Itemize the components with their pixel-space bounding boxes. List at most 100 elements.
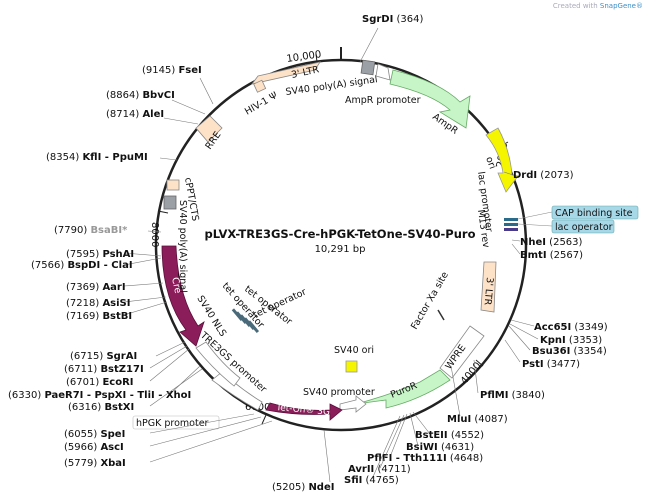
site-bstbi[interactable]: (7169) BstBI: [66, 301, 168, 322]
site-leader-line: [389, 413, 408, 458]
site-name: BstXI: [104, 402, 134, 413]
site-position: (4648): [447, 453, 484, 464]
site-position: (8354): [46, 152, 82, 163]
site-acc65i[interactable]: Acc65I (3349): [510, 319, 608, 333]
site-name: AsiSI: [102, 298, 130, 309]
site-name: BspDI - ClaI: [67, 260, 132, 271]
feature-rre[interactable]: RRE: [195, 115, 223, 152]
site-position: (3349): [571, 322, 608, 333]
site-leader-line: [149, 420, 273, 463]
site-leader-line: [123, 301, 168, 316]
site-avrii[interactable]: AvrII (4711): [348, 414, 411, 475]
site-leader-line: [149, 348, 190, 382]
feature-ampr-promoter[interactable]: AmpR promoter: [345, 63, 421, 106]
site-bsiwi[interactable]: BsiWI (4631): [406, 412, 474, 453]
site-bmti[interactable]: BmtI (2567): [511, 243, 583, 261]
site-drdi[interactable]: DrdI (2073): [503, 170, 574, 181]
site-name: SfiI: [344, 475, 362, 486]
site-name: NdeI: [308, 482, 334, 493]
site-leader-line: [149, 413, 255, 434]
tick-10000: 10,000: [286, 49, 322, 65]
site-name: BmtI: [520, 250, 547, 261]
site-label: (7169) BstBI: [66, 311, 132, 322]
site-position: (4087): [471, 414, 508, 425]
site-position: (6330): [8, 390, 44, 401]
site-bsabi-[interactable]: (7790) BsaBI*: [54, 225, 162, 236]
site-position: (7169): [66, 311, 102, 322]
feature-tet-operators[interactable]: [231, 308, 260, 334]
site-spei[interactable]: (6055) SpeI: [64, 413, 255, 440]
site-pflmi[interactable]: PflMI (3840): [473, 359, 545, 401]
site-name: PflMI: [480, 390, 508, 401]
label-factor-xa: Factor Xa site: [409, 270, 451, 332]
feature-cre[interactable]: Cre: [161, 245, 205, 347]
site-bsteii[interactable]: BstEII (4552): [412, 411, 484, 441]
site-label: DrdI (2073): [513, 170, 574, 181]
site-label: (8354) KflI - PpuMI: [46, 152, 148, 163]
site-label: (7790) BsaBI*: [54, 225, 128, 236]
site-kfli-ppumi[interactable]: (8354) KflI - PpuMI: [46, 152, 178, 163]
feature-ltr-right[interactable]: 3' LTR: [480, 261, 497, 313]
cap-binding-site-box[interactable]: CAP binding site: [551, 205, 639, 220]
site-name: SpeI: [100, 429, 125, 440]
site-ecori[interactable]: (6701) EcoRI: [66, 348, 190, 388]
site-position: (7218): [66, 298, 102, 309]
site-kpni[interactable]: KpnI (3353): [509, 323, 602, 346]
feature-ori[interactable]: ori: [483, 127, 519, 193]
site-bstz17i[interactable]: (6711) BstZ17I: [64, 345, 188, 375]
site-leader-line: [163, 117, 199, 125]
site-leader-line: [508, 325, 531, 351]
site-leader-line: [323, 429, 331, 483]
label-sv40-polya-left: SV40 poly(A) signal: [177, 200, 188, 293]
feature-sv40-promoter[interactable]: SV40 promoter: [303, 387, 375, 413]
site-sgrdi[interactable]: SgrDI (364): [359, 14, 423, 63]
label-lac-operator: lac operator: [555, 222, 613, 233]
site-asisi[interactable]: (7218) AsiSI: [66, 296, 167, 309]
cap-leader: [517, 211, 553, 220]
site-mlui[interactable]: MluI (4087): [447, 365, 508, 425]
label-ori: ori: [483, 155, 498, 170]
site-leader-line: [123, 296, 167, 303]
site-name: PaeR7I - PspXI - TliI - XhoI: [44, 390, 191, 401]
site-leader-line: [149, 345, 188, 369]
site-nhei[interactable]: NheI (2563): [511, 237, 583, 248]
site-bbvci[interactable]: (8864) BbvCI: [106, 90, 206, 115]
label-sv40-promoter: SV40 promoter: [303, 387, 375, 398]
site-bsu36i[interactable]: Bsu36I (3354): [508, 325, 607, 357]
site-label: PstI (3477): [522, 359, 580, 370]
site-sgrai[interactable]: (6715) SgrAI: [70, 341, 186, 362]
tick-label-10000: 10,000: [286, 49, 322, 65]
site-asci[interactable]: (5966) AscI: [64, 416, 262, 453]
site-alei[interactable]: (8714) AleI: [106, 109, 199, 125]
site-xbai[interactable]: (5779) XbaI: [64, 420, 273, 469]
site-sfii[interactable]: SfiI (4765): [344, 415, 401, 486]
label-cre: Cre: [169, 276, 183, 294]
feature-sv40-polya-left[interactable]: [163, 195, 177, 210]
site-ndei[interactable]: (5205) NdeI: [272, 429, 334, 493]
site-name: AleI: [142, 109, 164, 120]
site-paer7i-pspxi-tlii-xhoi[interactable]: (6330) PaeR7I - PspXI - TliI - XhoI: [8, 365, 201, 401]
site-leader-line: [412, 411, 431, 435]
feature-tet-on-3g[interactable]: Tet-On® 3G: [265, 402, 343, 421]
site-bstxi[interactable]: (6316) BstXI: [68, 368, 203, 413]
site-pflfi-tth111i[interactable]: PflFI - Tth111I (4648): [367, 413, 484, 464]
feature-lac-site-marks[interactable]: [504, 218, 518, 231]
site-name: BstZ17I: [100, 364, 143, 375]
site-psti[interactable]: PstI (3477): [504, 339, 580, 370]
site-bspdi-clai[interactable]: (7566) BspDI - ClaI: [31, 257, 162, 271]
hpgk-label-box[interactable]: hPGK promoter: [132, 415, 220, 430]
site-aari[interactable]: (7369) AarI: [66, 282, 164, 293]
plasmid-title: pLVX-TRE3GS-Cre-hPGK-TetOne-SV40-Puro: [205, 227, 476, 241]
feature-cppt[interactable]: [166, 179, 180, 191]
feature-sv40-polya-top[interactable]: [360, 59, 376, 76]
site-name: BstEII: [415, 430, 448, 441]
site-leader-line: [473, 359, 479, 394]
site-fsei[interactable]: (9145) FseI: [142, 65, 214, 105]
feature-hiv-psi[interactable]: [253, 79, 267, 93]
lac-operator-box[interactable]: lac operator: [551, 219, 615, 234]
feature-sv40-ori[interactable]: SV40 ori: [334, 345, 374, 373]
site-pshai[interactable]: (7595) PshAI: [66, 249, 162, 260]
site-name: EcoRI: [102, 377, 133, 388]
restriction-sites: SgrDI (364) (9145) FseI(8864) BbvCI(8714)…: [8, 14, 608, 493]
